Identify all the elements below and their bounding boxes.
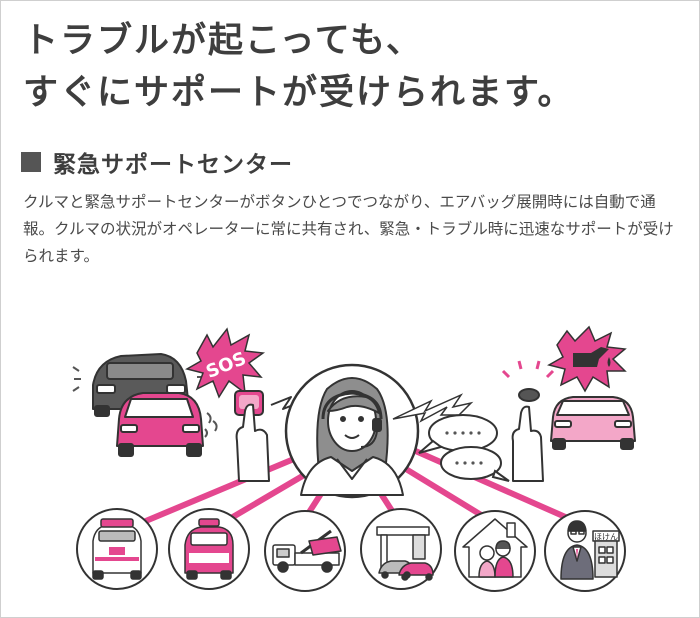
service-circle-home [454,510,536,592]
tow-truck-icon [272,529,342,573]
headline-line-2: すぐにサポートが受けられます。 [23,73,575,113]
oil-warning-burst-icon [547,325,627,393]
insurance-sign-label: ほけん [594,533,618,542]
operator-icon [284,363,420,499]
service-circle-police [168,508,250,590]
ambulance-icon [92,518,142,580]
headline-line-1: トラブルが起こっても、 [23,21,424,61]
service-circle-ambulance [76,508,158,590]
sos-burst-icon: SOS [185,327,266,399]
police-car-icon [184,518,234,580]
body-text: クルマと緊急サポートセンターがボタンひとつでつながり、エアバッグ展開時には自動で… [23,193,674,265]
service-circle-gas-station [360,508,442,590]
connection-lines [138,446,582,526]
section-title: 緊急サポートセンター [21,145,293,179]
signal-bolt-icon [392,393,474,423]
square-bullet-icon [21,152,41,172]
pink-car-right-icon [550,396,636,450]
section-title-text: 緊急サポートセンター [53,152,293,178]
service-circle-tow [264,510,346,592]
hand-press-button-icon [234,390,304,482]
headline: トラブルが起こっても、 すぐにサポートが受けられます。 [23,15,575,119]
hand-right-button-icon [501,360,555,482]
speech-bubbles-icon [418,414,510,482]
pink-car-icon [116,392,218,457]
gas-station-icon [376,526,434,581]
insurance-agent-icon: ほけん [560,520,620,580]
service-circle-insurance: ほけん [544,510,626,592]
family-home-icon [462,518,528,578]
